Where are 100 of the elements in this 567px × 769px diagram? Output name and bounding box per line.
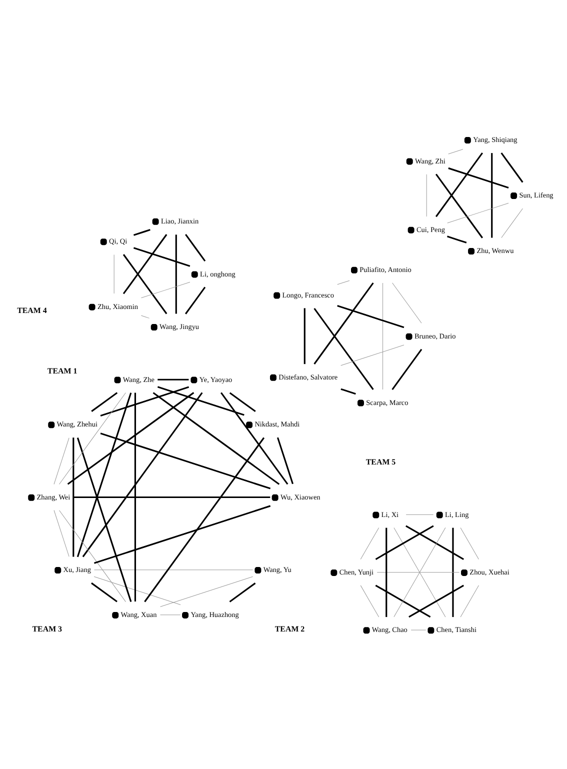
- connector: [392, 282, 422, 323]
- label: TEAM 5: [366, 457, 396, 466]
- connector: [54, 510, 70, 556]
- node-circle: [461, 568, 468, 576]
- connector: [501, 208, 523, 238]
- connector: [340, 344, 404, 366]
- connector: [122, 254, 168, 314]
- node-circle: [28, 494, 35, 500]
- connector: [157, 386, 244, 416]
- connector: [58, 392, 126, 484]
- connector: [229, 582, 256, 602]
- connector: [460, 526, 479, 559]
- connector: [448, 166, 509, 188]
- connector: [426, 174, 427, 216]
- connector: [144, 436, 265, 602]
- node-circle: [406, 332, 412, 340]
- node-circle: [510, 192, 518, 199]
- node-circle: [182, 611, 189, 618]
- connector: [133, 246, 190, 266]
- connector: [337, 304, 404, 328]
- connector: [91, 392, 118, 412]
- node-circle: [270, 374, 276, 380]
- connector: [314, 307, 374, 390]
- connector: [435, 152, 484, 217]
- connector: [446, 235, 467, 243]
- connector: [452, 527, 454, 617]
- node-circle: [408, 226, 414, 233]
- node-circle: [272, 494, 278, 500]
- node-circle: [372, 511, 380, 518]
- connector: [76, 436, 132, 602]
- connector: [91, 582, 118, 602]
- connector: [134, 392, 136, 602]
- node-circle: [150, 324, 158, 330]
- connector: [72, 437, 74, 556]
- label: TEAM 4: [17, 305, 47, 314]
- node-circle: [358, 399, 364, 406]
- node-circle: [436, 511, 443, 518]
- connector: [304, 308, 306, 364]
- connector: [94, 504, 271, 564]
- connector: [276, 436, 294, 484]
- node-circle: [468, 248, 475, 254]
- connector: [382, 282, 384, 390]
- node-circle: [114, 376, 121, 383]
- connector: [54, 437, 70, 484]
- connector: [160, 576, 254, 606]
- node-circle: [152, 218, 159, 224]
- node-circle: [363, 626, 370, 634]
- connector: [375, 524, 434, 560]
- connector: [447, 202, 509, 223]
- node-circle: [88, 303, 96, 310]
- connector: [94, 576, 181, 604]
- connector: [392, 348, 422, 390]
- node-circle: [191, 270, 198, 278]
- connector: [76, 392, 132, 557]
- connector: [410, 629, 426, 630]
- node-circle: [48, 421, 55, 428]
- connector: [158, 378, 189, 380]
- connector: [500, 152, 524, 182]
- connector: [448, 148, 464, 154]
- connector: [340, 388, 356, 394]
- node-circle: [190, 376, 198, 383]
- node-circle: [351, 266, 358, 273]
- connector: [375, 584, 431, 618]
- connector: [314, 282, 374, 364]
- connector: [73, 496, 270, 498]
- connector: [59, 510, 126, 602]
- connector: [435, 173, 484, 238]
- connector: [140, 314, 150, 318]
- node-circle: [464, 136, 471, 143]
- connector: [100, 432, 271, 489]
- connector: [184, 286, 206, 314]
- node-circle: [246, 421, 253, 428]
- label: TEAM 3: [32, 624, 62, 633]
- connector: [133, 228, 150, 236]
- connector: [100, 386, 190, 416]
- connector: [185, 233, 206, 262]
- connector: [360, 526, 380, 559]
- connector: [152, 392, 280, 484]
- label: TEAM 1: [47, 366, 78, 376]
- node-circle: [428, 626, 434, 634]
- connector: [491, 152, 493, 238]
- node-circle: [112, 611, 119, 618]
- connector: [67, 392, 194, 484]
- connector: [82, 392, 203, 557]
- connector: [229, 392, 256, 412]
- node-circle: [330, 568, 338, 576]
- connector: [460, 584, 479, 617]
- connector: [386, 527, 388, 617]
- connector: [360, 584, 380, 617]
- connector: [406, 524, 464, 560]
- connector: [337, 280, 350, 284]
- connector: [408, 584, 464, 618]
- connector: [94, 569, 254, 570]
- node-circle: [54, 566, 62, 574]
- connector: [160, 614, 181, 615]
- connector: [175, 234, 177, 314]
- label: TEAM 2: [274, 624, 305, 633]
- connector: [122, 234, 168, 294]
- node-circle: [274, 292, 280, 298]
- node-circle: [406, 158, 413, 164]
